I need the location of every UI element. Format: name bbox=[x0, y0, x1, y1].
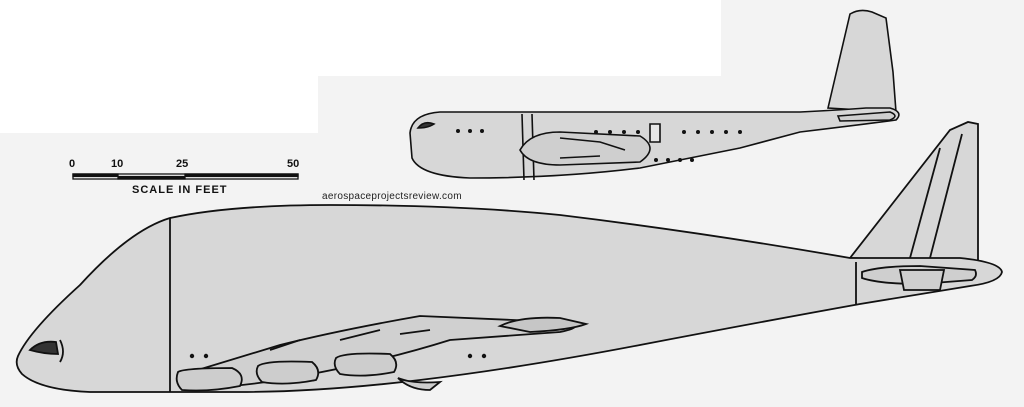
small-aircraft-windows bbox=[456, 129, 742, 162]
scale-tick-50: 50 bbox=[287, 158, 300, 170]
blank-panel-top bbox=[229, 0, 721, 76]
small-aircraft-engine bbox=[519, 131, 651, 166]
scale-tick-0: 0 bbox=[69, 158, 76, 170]
large-aircraft-wing-tip bbox=[497, 316, 590, 333]
small-aircraft-fuselage bbox=[409, 107, 900, 179]
small-aircraft bbox=[409, 9, 900, 181]
small-aircraft-stabilizer bbox=[836, 111, 896, 122]
scale-tick-10: 10 bbox=[111, 158, 124, 170]
large-aircraft-fuselage bbox=[15, 204, 1003, 393]
watermark: aerospaceprojectsreview.com bbox=[322, 191, 462, 202]
large-aircraft-engines bbox=[175, 352, 443, 392]
scale-label: SCALE IN FEET bbox=[132, 184, 228, 196]
scale-tick-25: 25 bbox=[176, 158, 189, 170]
scale-bar bbox=[72, 173, 299, 180]
small-aircraft-door bbox=[649, 123, 661, 143]
large-aircraft-windows bbox=[189, 353, 487, 359]
large-aircraft bbox=[15, 121, 1003, 393]
small-aircraft-tail bbox=[827, 9, 897, 113]
